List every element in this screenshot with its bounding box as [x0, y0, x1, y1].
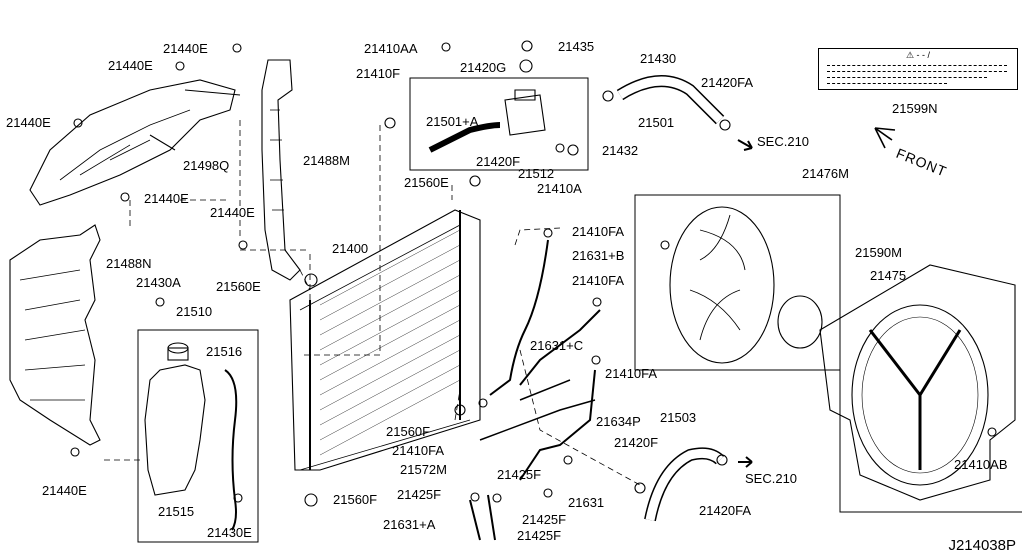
fan-shroud: [819, 264, 1016, 501]
part-label: 21410FA: [392, 443, 445, 458]
part-label: 21400: [332, 241, 369, 256]
warning-label: ⚠ - - /: [818, 48, 1018, 90]
reservoir-tank: [144, 364, 206, 496]
part-label: 21572M: [400, 462, 447, 477]
part-label: 21560F: [333, 492, 378, 507]
part-label: 21634P: [596, 414, 641, 429]
side-seal-vertical: [261, 59, 301, 281]
part-label: 21420F: [614, 435, 659, 450]
part-label: 21440E: [144, 191, 189, 206]
part-label: 21410F: [356, 66, 401, 81]
part-label: 21440E: [108, 58, 153, 73]
section-ref: SEC.210: [745, 471, 798, 486]
part-label: 21430: [640, 51, 677, 66]
part-label: 21432: [602, 143, 639, 158]
part-label: 21510: [176, 304, 213, 319]
section-ref: SEC.210: [757, 134, 810, 149]
part-label: 21475: [870, 268, 907, 283]
part-label: 21501+A: [426, 114, 479, 129]
part-label: 21590M: [855, 245, 902, 260]
part-label: 21410FA: [605, 366, 658, 381]
part-label: 21512: [518, 166, 555, 181]
part-label: 21503: [660, 410, 697, 425]
part-label: 21516: [206, 344, 243, 359]
part-label: 21560E: [404, 175, 449, 190]
part-label: 21410AA: [364, 41, 418, 56]
fan-blade: [669, 206, 775, 364]
thermostat-box: [409, 77, 589, 171]
part-label: 21631+A: [383, 517, 436, 532]
warning-label-symbol: ⚠ - - /: [905, 50, 931, 60]
part-label: 21631: [568, 495, 605, 510]
part-label: 21420G: [460, 60, 507, 75]
part-label: 21430A: [136, 275, 181, 290]
part-label: 21440E: [42, 483, 87, 498]
part-label: 21498Q: [183, 158, 230, 173]
part-label: 21440E: [210, 205, 255, 220]
part-label: 21440E: [6, 115, 51, 130]
part-label: 21425F: [522, 512, 567, 527]
reservoir-box: [137, 329, 259, 543]
part-label: 21631+C: [530, 338, 584, 353]
radiator-core: [289, 209, 481, 471]
part-label: 21420FA: [699, 503, 752, 518]
part-label: 21440E: [163, 41, 208, 56]
fan-motor: [777, 295, 823, 349]
part-label: 21560E: [216, 279, 261, 294]
part-label: 21515: [158, 504, 195, 519]
part-label: 21488M: [303, 153, 350, 168]
part-label: 21435: [558, 39, 595, 54]
part-label: 21631+B: [572, 248, 625, 263]
part-label: 21425F: [397, 487, 442, 502]
part-label: 21410FA: [572, 224, 625, 239]
part-label: 21410AB: [954, 457, 1008, 472]
part-label: 21560F: [386, 424, 431, 439]
diagram-code: J214038P: [948, 537, 1016, 554]
part-label: 21488N: [106, 256, 152, 271]
part-label: 21420FA: [701, 75, 754, 90]
shroud-seal-upper: [29, 79, 236, 206]
part-label: 21410FA: [572, 273, 625, 288]
part-label: 21599N: [892, 101, 938, 116]
fan-assembly-box: [634, 194, 841, 371]
part-label: 21410A: [537, 181, 582, 196]
part-label: 21501: [638, 115, 675, 130]
part-label: 21425F: [497, 467, 542, 482]
side-seal-lower: [9, 224, 101, 446]
part-label: 21430E: [207, 525, 252, 540]
part-label: 21420F: [476, 154, 521, 169]
part-label: 21476M: [802, 166, 849, 181]
part-label: 21425F: [517, 528, 562, 543]
